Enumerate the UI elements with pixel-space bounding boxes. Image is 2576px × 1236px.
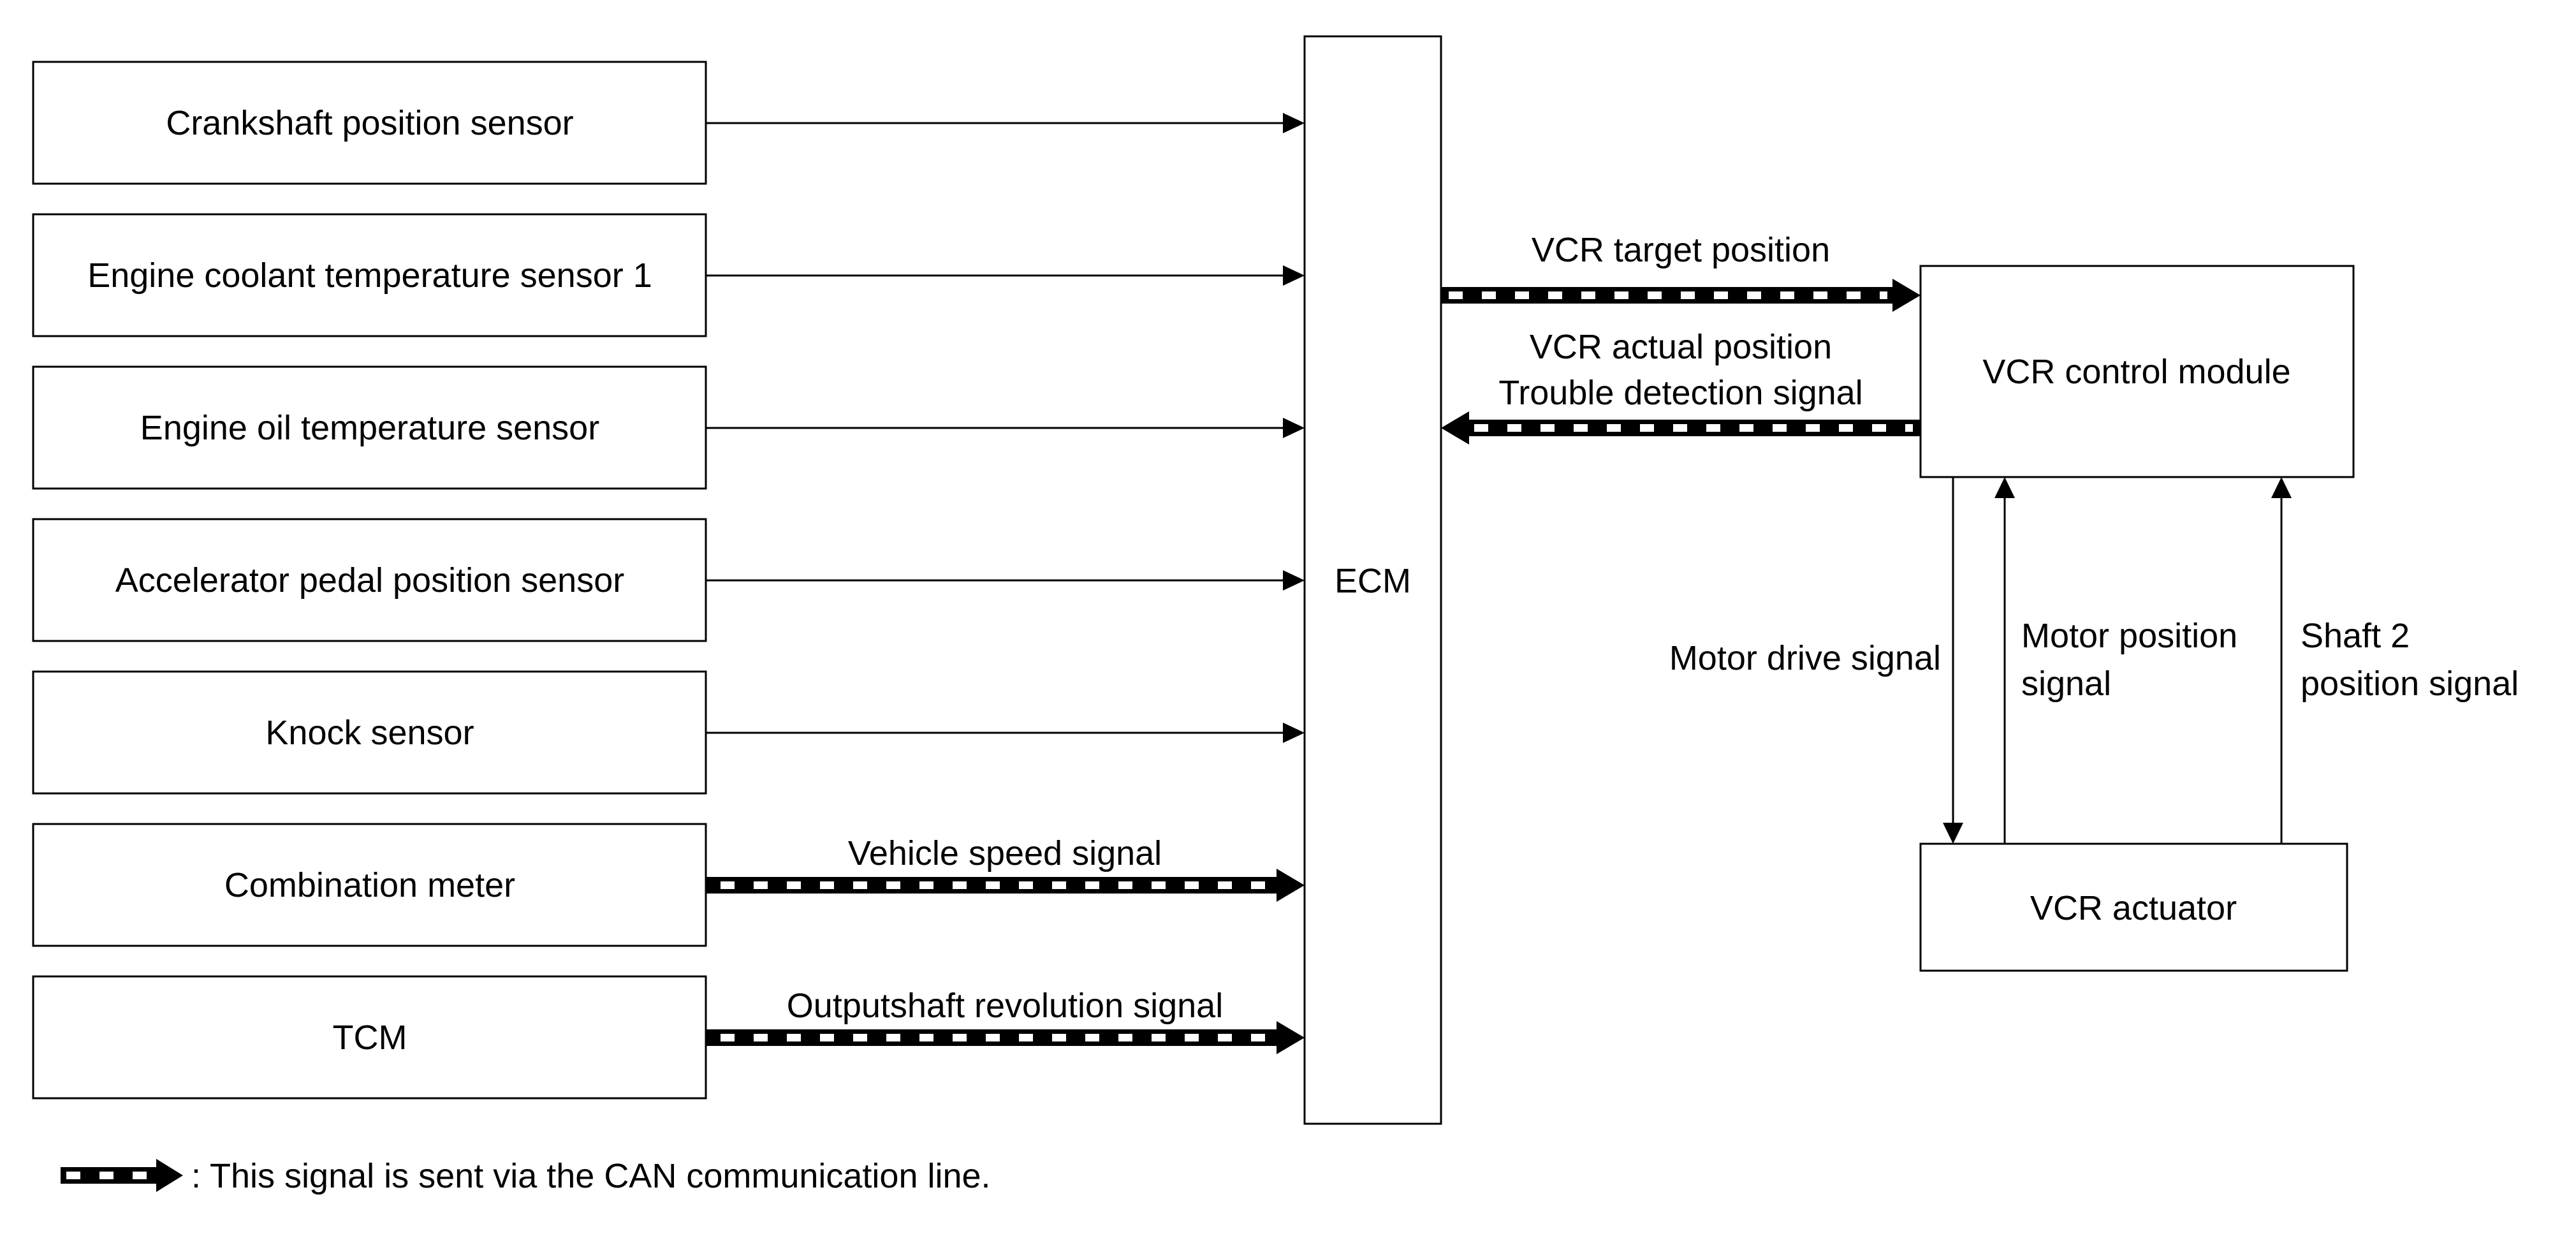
sensor-box-oil-temp: Engine oil temperature sensor <box>32 365 707 490</box>
sensor-label-accelerator: Accelerator pedal position sensor <box>115 561 624 600</box>
label-vcr-actual-position: VCR actual position <box>1530 328 1832 366</box>
arrow-oil-temp-to-ecm <box>706 418 1305 438</box>
sensor-label-combination-meter: Combination meter <box>224 866 515 904</box>
can-arrow-outputshaft-revolution <box>706 1021 1305 1054</box>
arrow-motor-drive <box>1943 477 1963 844</box>
label-outputshaft-revolution-signal: Outputshaft revolution signal <box>787 987 1223 1025</box>
vcr-actuator-label: VCR actuator <box>2030 889 2237 927</box>
vcr-control-module-label: VCR control module <box>1982 353 2290 391</box>
vcr-actuator-box: VCR actuator <box>1919 842 2348 972</box>
can-arrow-vehicle-speed <box>706 869 1305 902</box>
label-trouble-detection-signal: Trouble detection signal <box>1498 374 1862 412</box>
label-motor-position-line1: Motor position <box>2021 617 2237 655</box>
sensor-label-knock: Knock sensor <box>265 714 474 752</box>
sensor-box-accelerator: Accelerator pedal position sensor <box>32 518 707 642</box>
sensor-box-crankshaft: Crankshaft position sensor <box>32 61 707 185</box>
legend-text: : This signal is sent via the CAN commun… <box>191 1157 991 1195</box>
legend-can-arrow-symbol <box>61 1159 183 1192</box>
sensor-label-crankshaft: Crankshaft position sensor <box>166 104 573 142</box>
label-motor-drive-signal: Motor drive signal <box>1669 639 1941 677</box>
sensor-box-combination-meter: Combination meter <box>32 823 707 947</box>
sensor-box-coolant: Engine coolant temperature sensor 1 <box>32 213 707 337</box>
label-motor-position-line2: signal <box>2021 665 2111 703</box>
arrow-coolant-to-ecm <box>706 265 1305 286</box>
can-arrow-vcr-actual-position <box>1441 411 1921 445</box>
vcr-control-module-box: VCR control module <box>1919 265 2355 478</box>
sensor-label-oil-temp: Engine oil temperature sensor <box>140 409 599 447</box>
arrow-accelerator-to-ecm <box>706 570 1305 591</box>
arrow-knock-to-ecm <box>706 723 1305 743</box>
sensor-box-knock: Knock sensor <box>32 670 707 795</box>
label-vehicle-speed-signal: Vehicle speed signal <box>848 834 1162 872</box>
label-vcr-target-position: VCR target position <box>1532 231 1830 269</box>
ecm-label: ECM <box>1335 562 1411 600</box>
sensor-box-tcm: TCM <box>32 975 707 1100</box>
label-shaft2-position-line2: position signal <box>2301 665 2519 703</box>
label-shaft2-position-line1: Shaft 2 <box>2301 617 2410 655</box>
sensor-label-coolant: Engine coolant temperature sensor 1 <box>87 256 652 295</box>
ecm-box: ECM <box>1303 35 1442 1125</box>
arrow-motor-position <box>1994 477 2015 844</box>
arrow-crankshaft-to-ecm <box>706 113 1305 133</box>
arrow-shaft2-position <box>2271 477 2292 844</box>
sensor-label-tcm: TCM <box>333 1019 407 1057</box>
can-arrow-vcr-target-position <box>1441 279 1921 312</box>
